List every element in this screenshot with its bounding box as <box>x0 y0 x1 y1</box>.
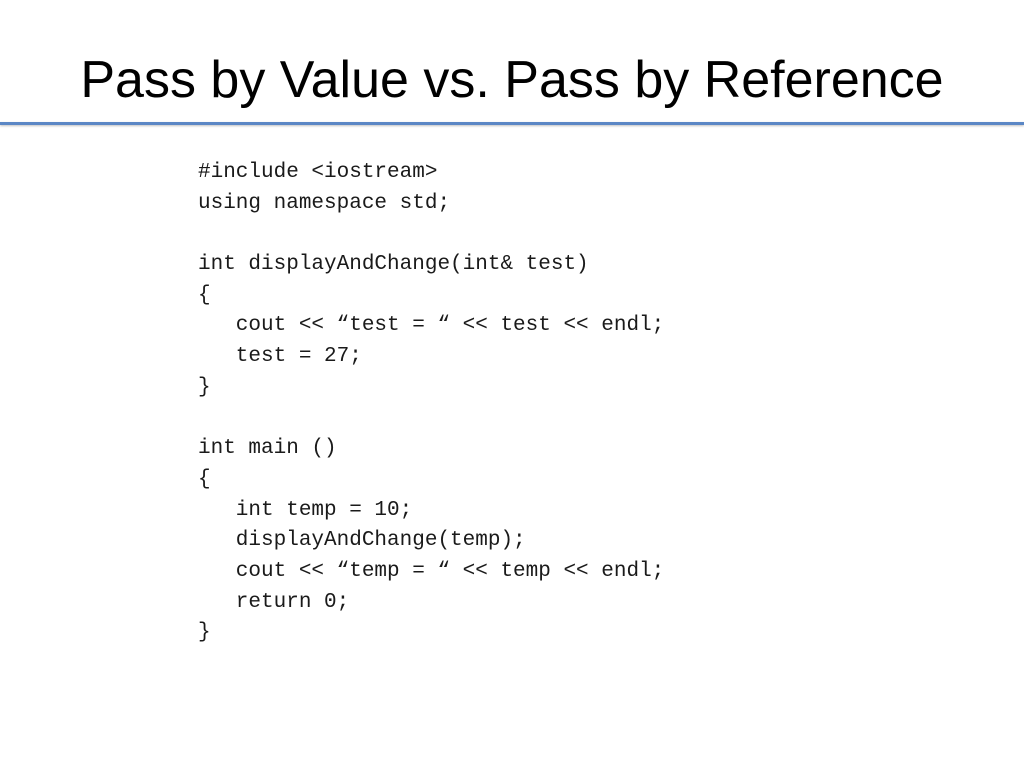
code-line: int temp = 10; <box>198 498 413 522</box>
code-line: { <box>198 283 211 307</box>
code-line: #include <iostream> <box>198 161 438 184</box>
code-line: int displayAndChange(int& test) <box>198 253 589 277</box>
code-line: } <box>198 621 211 645</box>
code-line: return 0; <box>198 590 350 614</box>
slide-title: Pass by Value vs. Pass by Reference <box>80 51 944 109</box>
code-line: displayAndChange(temp); <box>198 529 526 553</box>
title-divider <box>0 122 1024 125</box>
code-line: } <box>198 375 211 399</box>
code-line <box>198 219 664 250</box>
code-line: { <box>198 467 211 491</box>
code-line: using namespace std; <box>198 191 451 215</box>
code-block: #include <iostream> using namespace std;… <box>198 158 664 649</box>
code-line: cout << “test = “ << test << endl; <box>198 314 665 338</box>
code-line: cout << “temp = “ << temp << endl; <box>198 559 665 583</box>
code-line: int main () <box>198 437 337 461</box>
code-line <box>198 404 664 435</box>
code-line: test = 27; <box>198 345 362 369</box>
